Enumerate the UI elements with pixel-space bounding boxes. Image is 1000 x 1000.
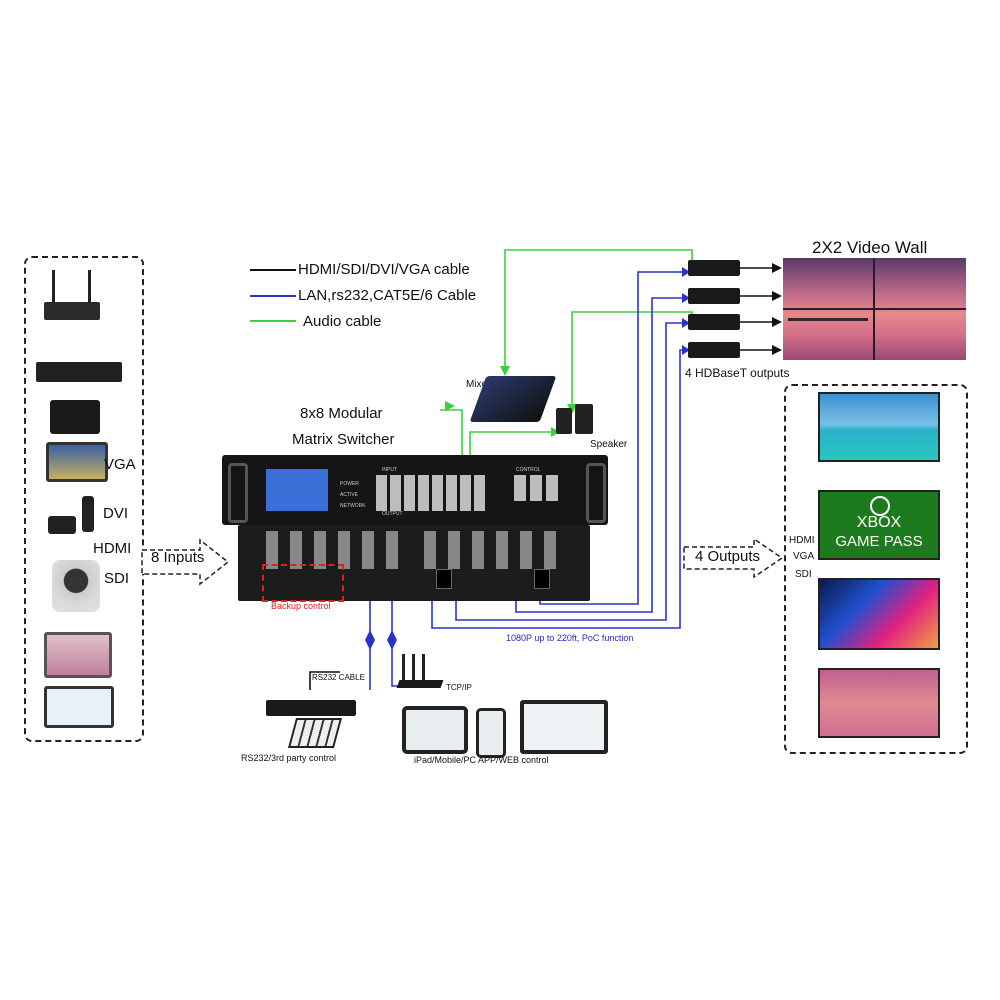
input-type-vga: VGA [104,456,136,473]
input-output-buttons [376,475,486,511]
legend-audio-cable: Audio cable [303,313,382,330]
panel-control-label: CONTROL [516,467,541,473]
legend-swatches [250,269,296,322]
tv-display-3 [818,578,940,650]
speaker-left [556,408,572,434]
laptop-2-icon [44,632,112,678]
xbox-line2: GAME PASS [835,533,923,550]
video-wall-screen [783,258,966,360]
switcher-title-line1: 8x8 Modular [300,405,383,422]
switcher-front-panel: POWER ACTIVE NETWORK INPUT OUTPUT CONTRO… [222,455,608,525]
wifi-router-icon [396,654,444,688]
pc-monitor [520,700,608,754]
lcd-screen [266,469,328,511]
hdbaset-receiver-2 [688,288,740,304]
switcher-title-line2: Matrix Switcher [292,431,395,448]
tv-display-4 [818,668,940,738]
tv-display-1 [818,392,940,462]
tcpip-label: TCP/IP [446,683,472,692]
laptop-3-icon [44,686,114,728]
rs232-controller [266,700,356,716]
app-control-label: iPad/Mobile/PC APP/WEB control [414,755,549,765]
switcher-rear-panel [238,525,590,601]
input-sources-box [24,256,144,742]
keypad-controller [287,718,343,748]
led-power: POWER [340,481,359,487]
legend-lan-cable: LAN,rs232,CAT5E/6 Cable [298,287,477,304]
xbox-console-icon [50,400,100,434]
output-type-sdi: SDI [795,569,812,580]
rs232-cable-label: RS232 CABLE [312,673,365,682]
hdbaset-receiver-1 [688,260,740,276]
hdbaset-note: 1080P up to 220ft, PoC function [506,633,634,643]
hdbaset-receiver-3 [688,314,740,330]
xbox-line1: XBOX [856,514,902,531]
mobile-device [476,708,506,758]
input-type-dvi: DVI [103,505,129,522]
inputs-arrow [141,538,230,586]
outputs-label: 4 Outputs [695,548,761,565]
video-wall-title: 2X2 Video Wall [812,238,928,257]
input-type-hdmi: HDMI [93,540,132,557]
panel-input-label: INPUT [382,467,397,473]
control-buttons [514,475,560,501]
output-displays-box [784,384,968,754]
backup-control-box [262,564,344,602]
output-type-hdmi: HDMI [789,535,815,546]
ipad-device [402,706,468,754]
hdbaset-label: 4 HDBaseT outputs [685,366,790,380]
outputs-arrow [683,537,784,579]
speaker-label: Speaker [590,439,628,450]
input-type-sdi: SDI [104,570,130,587]
panel-output-label: OUTPUT [382,511,403,517]
led-network: NETWORK [340,503,366,509]
remote-icon [82,496,94,532]
apple-tv-icon [48,516,76,534]
inputs-label: 8 Inputs [151,549,205,566]
output-type-vga: VGA [793,551,815,562]
hdbaset-receiver-4 [688,342,740,358]
backup-control-label: Backup control [271,601,331,611]
ptz-camera-icon [52,560,100,612]
legend-av-cable: HDMI/SDI/DVI/VGA cable [298,261,470,278]
speaker-right [575,404,593,434]
rs232-control-label: RS232/3rd party control [241,753,337,763]
tv-display-2: XBOX GAME PASS [818,490,940,560]
mixer-label: Mixer [466,379,491,390]
router-icon [44,270,100,322]
led-active: ACTIVE [340,492,359,498]
bluray-player-icon [36,362,122,382]
laptop-icon [46,442,108,482]
